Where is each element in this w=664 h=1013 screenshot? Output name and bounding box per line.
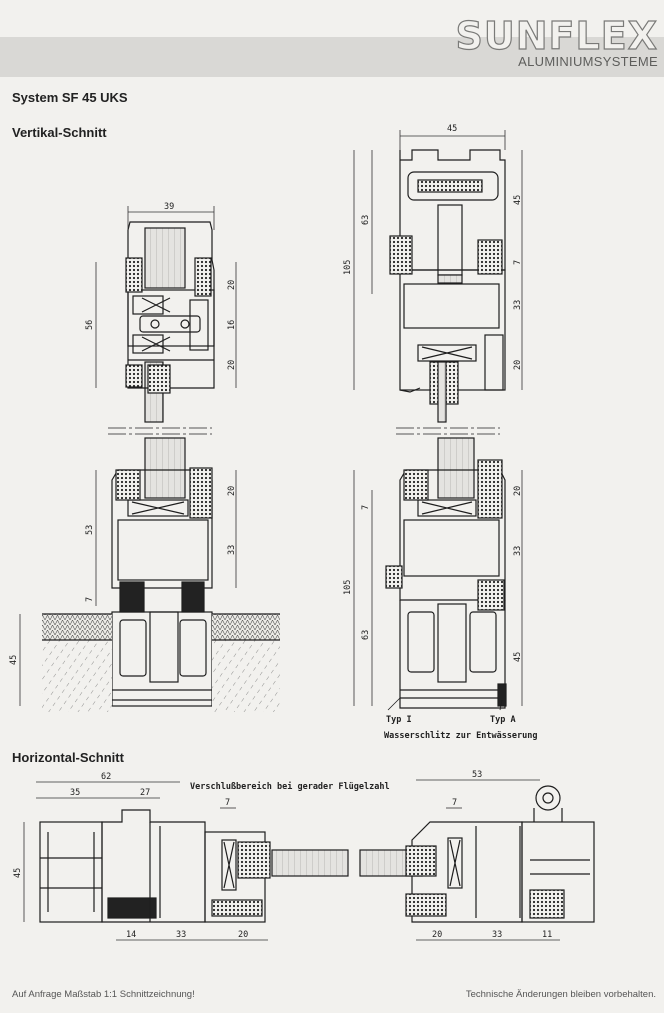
label-typ-i: Typ I [386, 715, 412, 725]
dim-v-bl-7: 7 [85, 597, 95, 602]
system-title: System SF 45 UKS [12, 90, 128, 105]
dim-v-br-63: 63 [361, 630, 371, 640]
logo-wordmark: SUNFLEX [455, 14, 658, 58]
dim-h-r-11: 11 [542, 930, 552, 940]
dim-h-r-7: 7 [452, 798, 457, 808]
dim-h-r-33: 33 [492, 930, 502, 940]
vertical-bottom-right-profile [385, 437, 507, 711]
dim-h-l-20: 20 [238, 930, 248, 940]
dim-v-tr-7: 7 [513, 260, 523, 265]
logo-subtitle: ALUMINIUMSYSTEME [518, 54, 658, 69]
dim-v-br-20: 20 [513, 486, 523, 496]
dim-v-tl-39: 39 [164, 202, 174, 212]
drawing-notes: Typ I Typ A Wasserschlitz zur Entwässeru… [190, 715, 538, 792]
horizontal-section-heading: Horizontal-Schnitt [12, 750, 124, 765]
label-drainage: Wasserschlitz zur Entwässerung [384, 730, 538, 741]
dim-v-tr-45: 45 [447, 124, 457, 134]
dim-v-tr-45b: 45 [513, 195, 523, 205]
dim-v-tr-33: 33 [513, 300, 523, 310]
dim-v-bl-53: 53 [85, 525, 95, 535]
dim-v-br-7: 7 [361, 505, 371, 510]
horizontal-left-profile [39, 809, 349, 923]
dim-v-tr-20: 20 [513, 360, 523, 370]
footer-scale-note: Auf Anfrage Maßstab 1:1 Schnittzeichnung… [12, 989, 195, 1000]
vertical-top-right-profile [389, 149, 506, 423]
dim-v-tr-63: 63 [361, 215, 371, 225]
dim-h-l-33: 33 [176, 930, 186, 940]
vertical-bottom-left-profile [111, 437, 213, 707]
dimension-lines [19, 130, 560, 941]
dim-v-tl-20a: 20 [227, 280, 237, 290]
header-banner [0, 37, 664, 77]
dim-v-tr-105: 105 [343, 260, 353, 275]
dim-v-tl-20b: 20 [227, 360, 237, 370]
floor-section [42, 613, 280, 712]
dim-v-br-45: 45 [513, 652, 523, 662]
label-typ-a: Typ A [490, 715, 516, 725]
dim-v-bl-20: 20 [227, 486, 237, 496]
dim-v-bl-33: 33 [227, 545, 237, 555]
dim-h-r-20: 20 [432, 930, 442, 940]
dim-h-l-7: 7 [225, 798, 230, 808]
dimension-labels: 39 56 20 16 20 45 105 63 45 7 33 20 53 7… [9, 124, 552, 940]
sunflex-logo: SUNFLEX ALUMINIUMSYSTEME [455, 14, 658, 69]
dim-v-br-33: 33 [513, 546, 523, 556]
label-locking-area: Verschlußbereich bei gerader Flügelzahl [190, 781, 390, 792]
dim-v-tl-16: 16 [227, 320, 237, 330]
break-lines [108, 427, 500, 435]
dim-v-bl-45: 45 [9, 655, 19, 665]
dim-h-r-53: 53 [472, 770, 482, 780]
dim-h-l-35: 35 [70, 788, 80, 798]
horizontal-right-profile [359, 785, 595, 923]
vertical-section-heading: Vertikal-Schnitt [12, 125, 107, 140]
dim-h-l-62: 62 [101, 772, 111, 782]
dim-h-l-14: 14 [126, 930, 136, 940]
vertical-top-left-profile [125, 221, 215, 423]
dim-v-tl-56: 56 [85, 320, 95, 330]
dim-h-l-45: 45 [13, 868, 23, 878]
dim-h-l-27: 27 [140, 788, 150, 798]
dim-v-br-105: 105 [343, 580, 353, 595]
footer-disclaimer: Technische Änderungen bleiben vorbehalte… [465, 989, 656, 1000]
